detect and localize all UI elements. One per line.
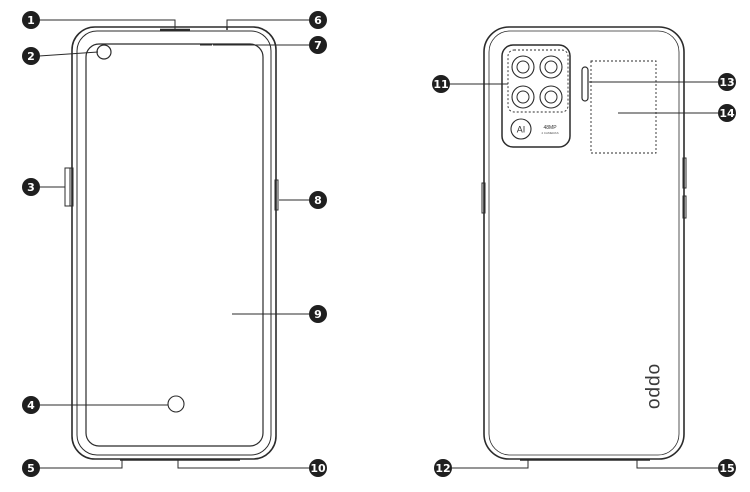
camera-megapixel-label: 48MP <box>543 125 557 131</box>
callout-7-number: 7 <box>314 39 322 52</box>
leader-15 <box>636 460 718 469</box>
callout-3-number: 3 <box>27 181 35 194</box>
callout-9-number: 9 <box>314 308 322 321</box>
callout-badges: 1 2 3 4 5 6 7 8 <box>22 11 736 477</box>
callout-8-number: 8 <box>314 194 322 207</box>
phone-back <box>481 26 687 461</box>
callout-15-number: 15 <box>719 462 734 475</box>
callout-12: 12 <box>434 459 452 477</box>
callout-10: 10 <box>309 459 327 477</box>
phone-front <box>69 26 279 461</box>
leader-6 <box>226 19 310 27</box>
ai-badge-label: AI <box>517 125 526 135</box>
callout-14: 14 <box>718 104 736 122</box>
callout-13: 13 <box>718 73 736 91</box>
camera-lens-4 <box>539 85 563 109</box>
back-right-key-1 <box>682 157 687 189</box>
callout-7: 7 <box>309 36 327 54</box>
callout-12-number: 12 <box>435 462 450 475</box>
callout-11-number: 11 <box>433 78 448 91</box>
leader-1 <box>39 19 176 29</box>
leader-12 <box>452 460 529 469</box>
front-camera <box>96 44 112 60</box>
leader-5 <box>39 460 123 469</box>
camera-lens-3 <box>511 85 535 109</box>
callout-3: 3 <box>22 178 40 196</box>
oppo-logo: oppo <box>644 364 665 410</box>
leader-lines <box>38 19 718 469</box>
callout-8: 8 <box>309 191 327 209</box>
front-outer-frame <box>71 26 277 460</box>
camera-group-outline <box>507 49 569 113</box>
callout-5-number: 5 <box>27 462 35 475</box>
leader-3 <box>39 167 72 188</box>
callout-1-number: 1 <box>27 14 35 27</box>
callout-1: 1 <box>22 11 40 29</box>
callout-15: 15 <box>718 459 736 477</box>
callout-6: 6 <box>309 11 327 29</box>
callout-10-number: 10 <box>310 462 326 475</box>
power-key <box>274 179 279 211</box>
callout-4-number: 4 <box>27 399 35 412</box>
back-inner-frame <box>488 30 680 456</box>
callout-5: 5 <box>22 459 40 477</box>
front-inner-frame <box>76 30 272 456</box>
callout-13-number: 13 <box>719 76 734 89</box>
ai-badge <box>510 118 532 140</box>
callout-6-number: 6 <box>314 14 322 27</box>
nfc-area <box>590 60 657 154</box>
callout-9: 9 <box>309 305 327 323</box>
camera-module <box>501 44 571 148</box>
leader-2 <box>38 51 99 57</box>
back-left-key <box>481 182 486 214</box>
front-screen <box>85 43 264 447</box>
fingerprint-sensor <box>167 395 185 413</box>
callout-2-number: 2 <box>27 50 35 63</box>
back-outer-frame <box>483 26 685 460</box>
leader-3b <box>64 187 72 207</box>
callout-2: 2 <box>22 47 40 65</box>
callout-11: 11 <box>432 75 450 93</box>
callout-14-number: 14 <box>719 107 735 120</box>
camera-lens-1 <box>511 55 535 79</box>
callout-4: 4 <box>22 396 40 414</box>
camera-count-label: 4 CAMERAS <box>541 131 558 135</box>
back-right-key-2 <box>682 195 687 219</box>
leader-10 <box>177 460 310 469</box>
flash <box>581 66 589 102</box>
camera-lens-2 <box>539 55 563 79</box>
